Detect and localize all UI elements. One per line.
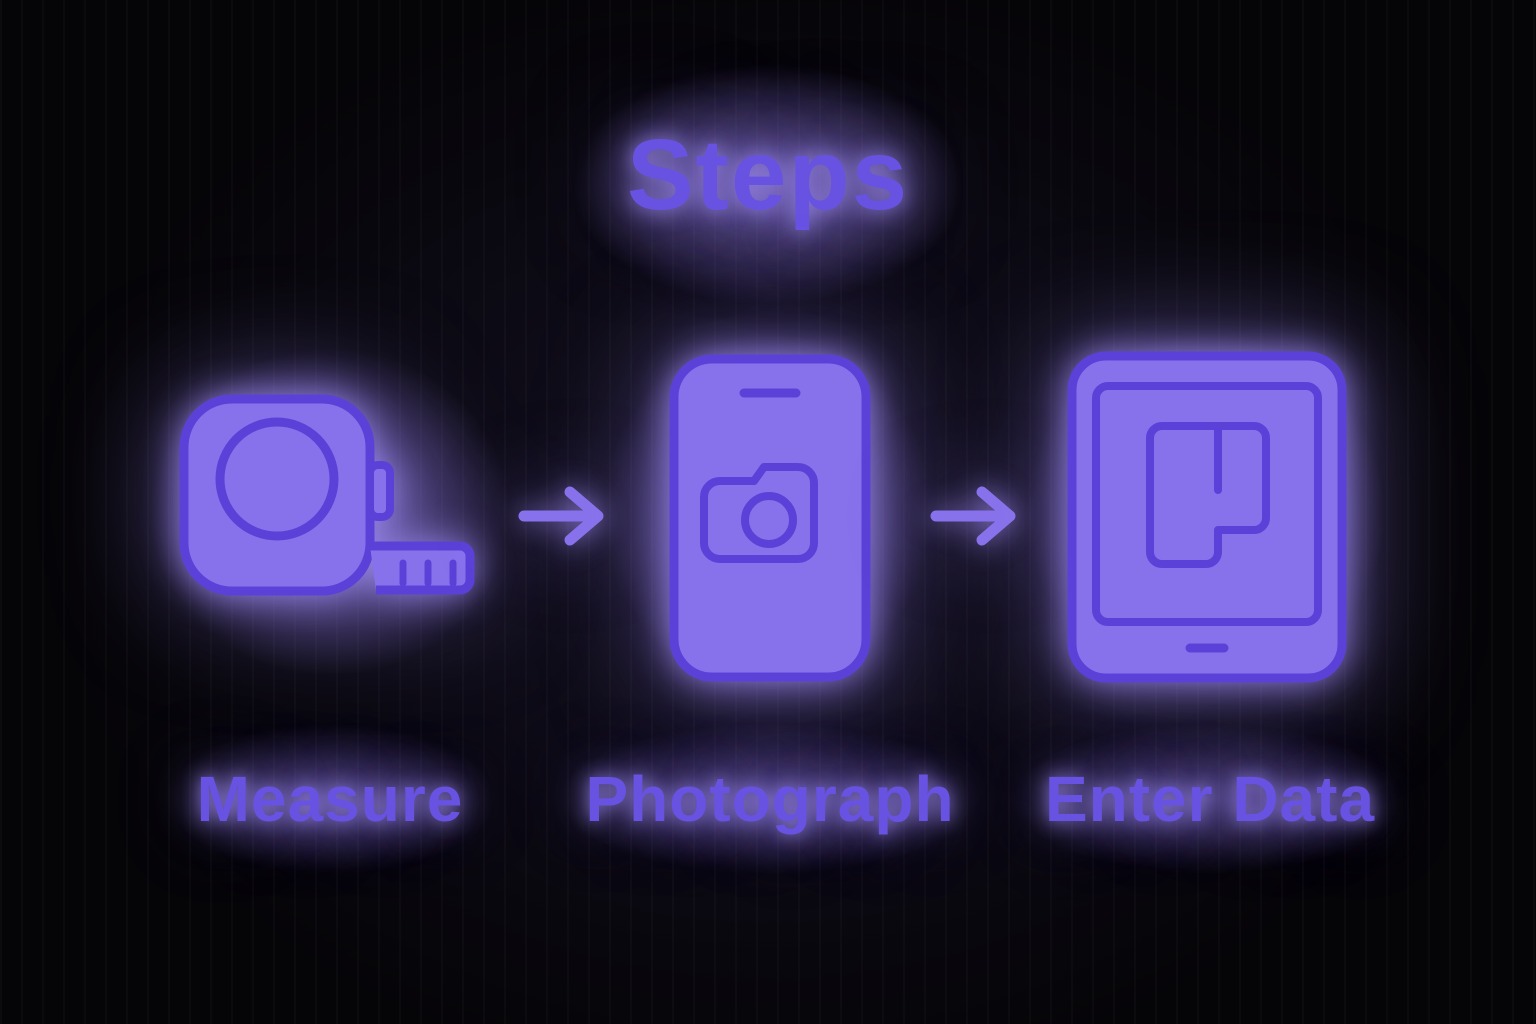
diagram-title: Steps — [626, 119, 910, 231]
tablet-floorplan-icon — [1066, 350, 1348, 684]
step-label-photograph: Photograph — [585, 763, 955, 835]
step-label-enter-data: Enter Data — [1044, 763, 1376, 835]
tape-measure-icon — [178, 393, 483, 598]
right-arrow-icon — [930, 482, 1022, 555]
step-label-measure: Measure — [196, 763, 464, 835]
phone-camera-icon — [668, 353, 872, 683]
right-arrow-icon — [518, 482, 610, 555]
